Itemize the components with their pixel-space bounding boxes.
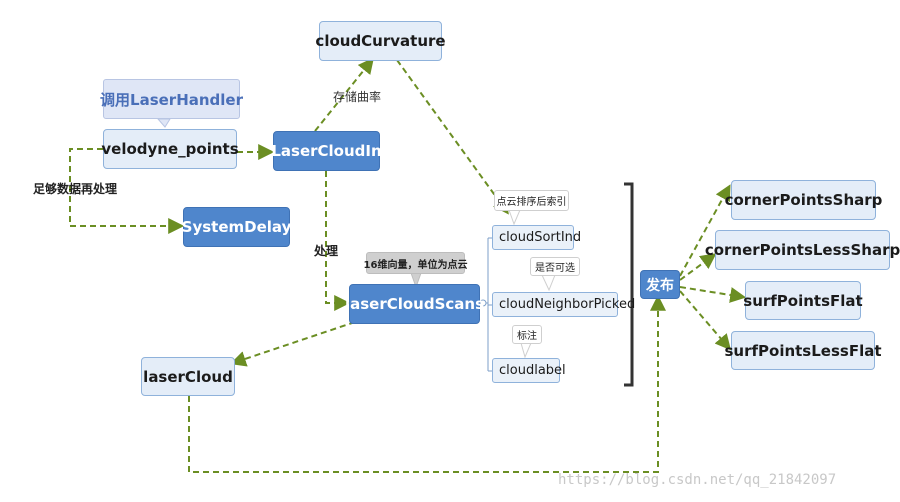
node-cloud-curvature: cloudCurvature bbox=[315, 21, 446, 61]
callout-call-handler: 调用LaserHandler bbox=[100, 79, 243, 119]
callout-vector16: 16维向量，单位为点云 bbox=[364, 252, 467, 274]
label-store-curvature: 存储曲率 bbox=[333, 90, 382, 104]
label-process: 处理 bbox=[314, 244, 339, 258]
tree-junction bbox=[479, 299, 487, 307]
edge-scans-to-lasercloud bbox=[229, 321, 356, 367]
node-surf-points-flat: surfPointsFlat bbox=[743, 281, 863, 320]
callout-pointer-handler bbox=[156, 118, 171, 128]
edge-velodyne-to-systemdelay bbox=[69, 148, 185, 234]
edge-publish-to-surflessflat bbox=[679, 290, 732, 351]
node-surf-points-less-flat: surfPointsLessFlat bbox=[724, 331, 882, 370]
node-velodyne-points: velodyne_points bbox=[101, 129, 239, 169]
callout-pointer-sortind bbox=[508, 209, 521, 226]
leaf-cloud-neighbor-picked: cloudNeighborPicked bbox=[492, 292, 635, 317]
edge-laserin-to-curvature bbox=[314, 57, 375, 132]
edge-lasercloud-to-publish bbox=[188, 294, 666, 473]
node-corner-points-sharp: cornerPointsSharp bbox=[725, 180, 882, 220]
callout-pointer-selectable bbox=[541, 274, 556, 292]
callout-pointer-mark bbox=[520, 342, 532, 359]
node-laser-cloud-scans: laserCloudScans bbox=[345, 284, 484, 324]
label-enough-data: 足够数据再处理 bbox=[33, 182, 118, 196]
watermark-url: https://blog.csdn.net/qq_21842097 bbox=[558, 472, 837, 488]
publish-bracket bbox=[624, 182, 634, 387]
leaf-cloud-sort-ind: cloudSortInd bbox=[492, 225, 581, 250]
edge-publish-to-surfflat bbox=[679, 286, 747, 303]
callout-sort-index: 点云排序后索引 bbox=[494, 190, 569, 211]
callout-selectable: 是否可选 bbox=[530, 257, 580, 276]
node-corner-points-less-sharp: cornerPointsLessSharp bbox=[705, 230, 900, 270]
leaf-cloud-label: cloudlabel bbox=[492, 358, 566, 383]
edge-publish-to-cornerlesssharp bbox=[679, 253, 717, 281]
node-laser-cloud: laserCloud bbox=[141, 357, 235, 396]
edge-publish-to-cornersharp bbox=[679, 184, 731, 277]
edge-laserin-to-scans bbox=[325, 171, 351, 311]
node-laser-cloud-in: LaserCloudIn bbox=[271, 131, 382, 171]
callout-mark: 标注 bbox=[512, 325, 542, 344]
node-system-delay: SystemDelay bbox=[182, 207, 291, 247]
node-publish: 发布 bbox=[640, 270, 680, 299]
edge-curvature-to-sortind bbox=[396, 59, 509, 215]
